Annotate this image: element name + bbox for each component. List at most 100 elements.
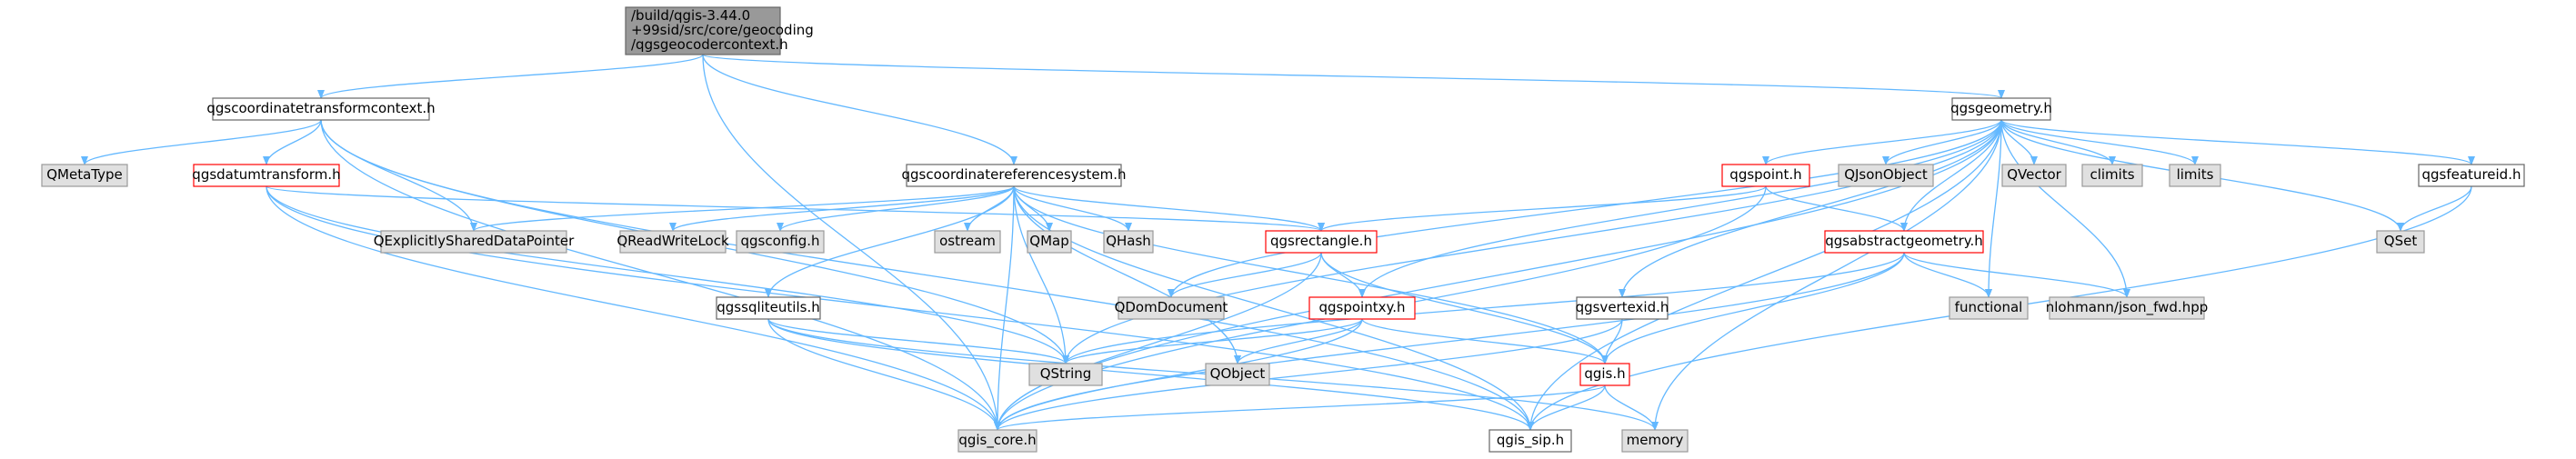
node-box: [1838, 164, 1934, 187]
edge-ctc-to-qgiscore: [320, 119, 1001, 431]
node-box: [736, 230, 825, 254]
node-label: qgsrectangle.h: [1270, 233, 1372, 249]
node-box: [619, 230, 727, 254]
node-qexplicitlyshareddatapointer: QExplicitlySharedDataPointer: [374, 230, 575, 254]
node-label: /build/qgis-3.44.0: [631, 7, 750, 24]
node-qgsdatumtransform-h[interactable]: qgsdatumtransform.h: [192, 164, 341, 187]
node-qgis-core-h: qgis_core.h: [957, 429, 1037, 453]
node-label: qgis.h: [1584, 365, 1625, 382]
node-box: [1576, 296, 1669, 320]
node-box: [934, 230, 1001, 254]
node-label: limits: [2177, 166, 2214, 183]
edge-pointxy-to-qgiscore: [994, 318, 1363, 431]
node-functional: functional: [1949, 296, 2029, 320]
node-box: [1118, 296, 1225, 320]
edge-absgeom-to-nlohmann: [1903, 252, 2130, 298]
node-box: [906, 164, 1122, 187]
node-label: QString: [1040, 365, 1092, 382]
edge-point-to-rect: [1318, 185, 1767, 232]
node-label: qgsdatumtransform.h: [192, 166, 340, 183]
node-memory: memory: [1621, 429, 1689, 453]
edge-crs-to-qstring: [1013, 185, 1069, 364]
node-label: functional: [1955, 299, 2023, 315]
node-box: [1721, 164, 1810, 187]
node-qdomdocument: QDomDocument: [1115, 296, 1228, 320]
edge-root-to-ctc: [317, 54, 704, 99]
edge-crs-to-qgiscore: [994, 185, 1015, 431]
node-box: [1308, 296, 1416, 320]
edge-geom-to-point: [1762, 119, 2002, 165]
node-qgssqliteutils-h[interactable]: qgssqliteutils.h: [716, 296, 821, 320]
node-label: QMap: [1029, 233, 1068, 249]
node-label: QMetaType: [46, 166, 123, 183]
node-qgspointxy-h[interactable]: qgspointxy.h: [1308, 296, 1416, 320]
node-label: QObject: [1210, 365, 1266, 382]
edge-featid-to-qset: [2397, 185, 2472, 232]
node-box: [2001, 164, 2067, 187]
edge-pointxy-to-qstring: [1062, 318, 1363, 364]
node-label: qgscoordinatetransformcontext.h: [206, 100, 435, 116]
edge-pointxy-to-qobject: [1234, 318, 1363, 364]
edge-crs-to-rect: [1013, 185, 1325, 232]
edge-vertexid-to-qgiscore: [994, 318, 1623, 431]
node-qobject: QObject: [1205, 363, 1270, 386]
node-qstring: QString: [1028, 363, 1103, 386]
node-box: [1824, 230, 1984, 254]
node-qvector: QVector: [2001, 164, 2067, 187]
node-label: QJsonObject: [1844, 166, 1928, 183]
node-label: QExplicitlySharedDataPointer: [374, 233, 575, 249]
node-qgscoordinatereferencesystem-h[interactable]: qgscoordinatereferencesystem.h: [902, 164, 1127, 187]
node-box: [1265, 230, 1378, 254]
edge-rect-to-qgish: [1320, 252, 1609, 364]
edge-geom-to-qstring: [1062, 119, 2002, 364]
edge-qgish-to-qgissip: [1527, 384, 1606, 431]
edge-geom-to-limits: [2000, 119, 2199, 165]
node-box: [41, 164, 128, 187]
edge-crs-to-qgissip: [1013, 185, 1534, 431]
node-qgis-h[interactable]: qgis.h: [1579, 363, 1630, 386]
node-qset: QSet: [2376, 230, 2425, 254]
node-nlohmann-json-fwd-hpp: nlohmann/json_fwd.hpp: [2046, 296, 2208, 320]
node-label: /qgsgeocodercontext.h: [631, 36, 788, 53]
edge-ctc-to-qesdp: [320, 119, 477, 232]
node-box: [2418, 164, 2525, 187]
node-qgsvertexid-h[interactable]: qgsvertexid.h: [1576, 296, 1669, 320]
edge-geom-to-absgeom: [1900, 119, 2002, 232]
edge-sqlite-to-qstring: [767, 318, 1069, 364]
edge-rect-to-qdom: [1168, 252, 1322, 298]
node-label: qgis_core.h: [958, 432, 1036, 449]
dependency-nodes: /build/qgis-3.44.0+99sid/src/core/geocod…: [41, 6, 2525, 453]
node-box: [2049, 296, 2205, 320]
edge-crs-to-qgsconfig: [777, 185, 1015, 232]
node-qgis-sip-h[interactable]: qgis_sip.h: [1488, 429, 1572, 453]
node-climits: climits: [2081, 164, 2143, 187]
node-qhash: QHash: [1103, 230, 1154, 254]
node-box: [625, 6, 781, 55]
edge-datum-to-qgiscore: [266, 185, 1001, 431]
node-qgsgeometry-h[interactable]: qgsgeometry.h: [1950, 97, 2052, 121]
edge-geom-to-nlohmann: [2000, 119, 2130, 298]
edge-qgish-to-memory: [1604, 384, 1659, 431]
node-box: [1579, 363, 1630, 386]
root-file-node[interactable]: /build/qgis-3.44.0+99sid/src/core/geocod…: [625, 6, 814, 55]
node-label: QHash: [1106, 233, 1151, 249]
edge-crs-to-qesdp: [470, 185, 1015, 232]
node-qgscoordinatetransformcontext-h[interactable]: qgscoordinatetransformcontext.h: [206, 97, 436, 121]
node-limits: limits: [2169, 164, 2221, 187]
node-qgspoint-h[interactable]: qgspoint.h: [1721, 164, 1810, 187]
node-box: [1103, 230, 1154, 254]
node-qgsabstractgeometry-h[interactable]: qgsabstractgeometry.h: [1824, 230, 1984, 254]
node-qgsfeatureid-h[interactable]: qgsfeatureid.h: [2418, 164, 2525, 187]
node-qgsrectangle-h[interactable]: qgsrectangle.h: [1265, 230, 1378, 254]
node-label: qgsfeatureid.h: [2422, 166, 2521, 183]
edge-absgeom-to-functional: [1903, 252, 1992, 298]
node-label: memory: [1627, 432, 1684, 448]
node-label: QVector: [2007, 166, 2061, 183]
edge-geom-to-qgissip: [1527, 119, 2002, 431]
node-qreadwritelock: QReadWriteLock: [616, 230, 729, 254]
dependency-edges: [81, 54, 2475, 431]
edge-root-to-qgiscore: [702, 54, 1001, 431]
node-label: climits: [2090, 166, 2134, 183]
edge-pointxy-to-qgish: [1361, 318, 1609, 364]
